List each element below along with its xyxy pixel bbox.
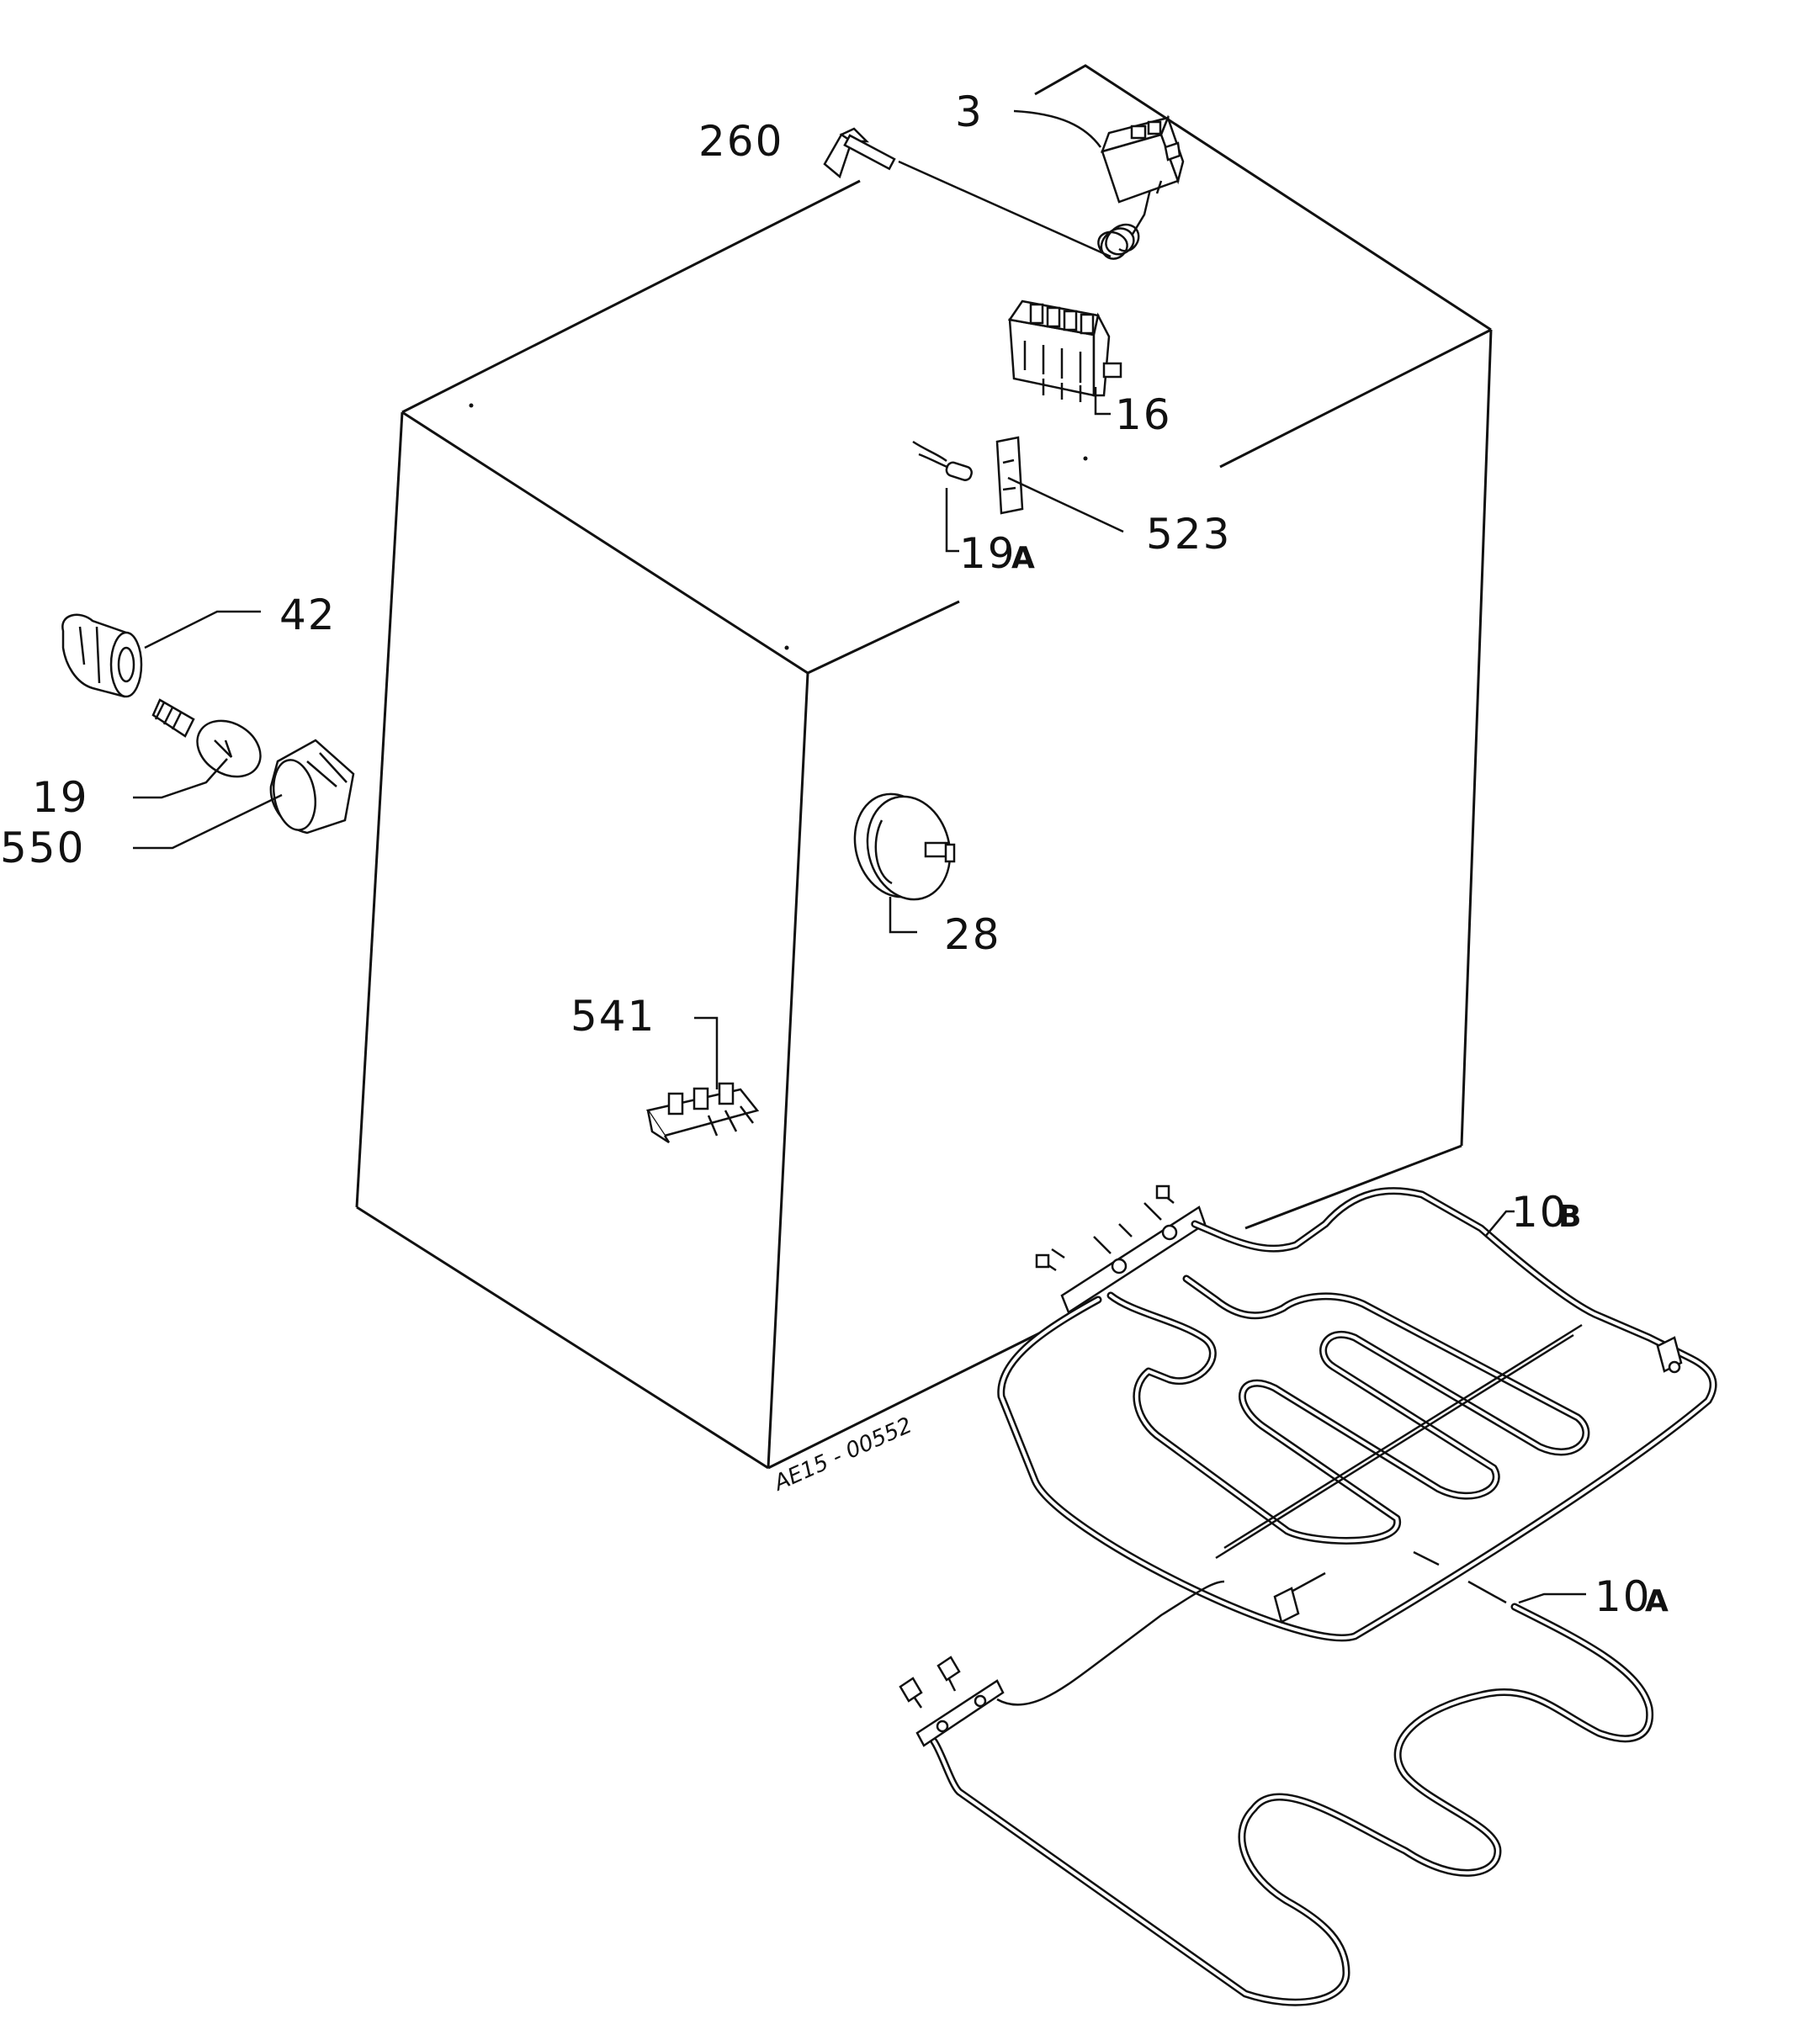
part-260-thermostat-probe: [823, 127, 1154, 260]
part-10a-bottom-element: [899, 1550, 1654, 2006]
part-10b-grill-element: [997, 1184, 1717, 1642]
label-16: 16: [1115, 390, 1172, 439]
oven-cabinet-outline: [355, 64, 1493, 1470]
label-42: 42: [279, 591, 337, 639]
label-10a: 10: [1594, 1572, 1652, 1621]
part-3-thermostat: [1100, 114, 1185, 204]
leader-lines: [133, 109, 1586, 1604]
label-523: 523: [1146, 510, 1231, 559]
part-19-lamp-bulb: [151, 698, 262, 778]
drawing-code: AE15 - 00552: [769, 1412, 916, 1497]
label-10b: 10: [1511, 1188, 1568, 1237]
label-19: 19: [32, 773, 89, 822]
part-28-energy-regulator: [853, 792, 956, 901]
label-541: 541: [570, 992, 655, 1041]
part-number-labels: 3 260 16 523 19 A 42 19 550 28 541 10 B …: [0, 87, 1669, 1621]
label-260: 260: [698, 117, 783, 166]
part-16-selector-switch: [1007, 299, 1122, 402]
label-550: 550: [0, 824, 85, 872]
part-550-lamp-cover: [269, 739, 355, 835]
label-10b-suffix: B: [1558, 1200, 1581, 1234]
label-10a-suffix: A: [1645, 1584, 1669, 1619]
label-28: 28: [944, 910, 1001, 959]
part-19a-indicator-lamp: [912, 440, 973, 481]
label-19a: 19: [959, 529, 1016, 578]
part-541-terminal-block: [645, 1082, 760, 1144]
label-3: 3: [955, 87, 984, 136]
part-42-lamp-holder: [61, 613, 143, 698]
label-19a-suffix: A: [1011, 541, 1035, 575]
part-523-lamp-bracket: [995, 436, 1024, 515]
